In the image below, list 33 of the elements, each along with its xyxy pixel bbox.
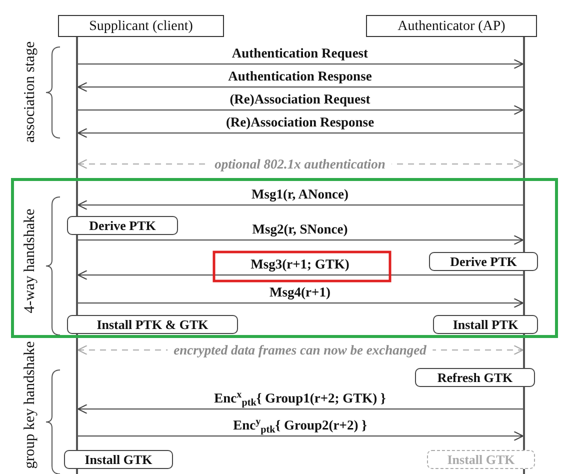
message-label: (Re)Association Response bbox=[226, 115, 374, 129]
action-box: Refresh GTK bbox=[415, 368, 535, 387]
message-arrow bbox=[78, 104, 524, 116]
message-arrow bbox=[77, 200, 524, 210]
message-arrow bbox=[78, 430, 524, 442]
action-box: Install PTK & GTK bbox=[67, 315, 238, 334]
section-label: 4-way handshake bbox=[20, 208, 39, 314]
message-label: Authentication Response bbox=[228, 69, 372, 83]
message-label: Msg2(r, SNonce) bbox=[252, 222, 348, 236]
action-box: Derive PTK bbox=[429, 252, 538, 271]
action-box: Install GTK bbox=[427, 450, 535, 469]
action-box: Install GTK bbox=[64, 450, 173, 469]
action-box: Install PTK bbox=[433, 315, 538, 334]
highlight-frame bbox=[11, 178, 558, 338]
message-label: optional 802.1x authentication bbox=[208, 157, 392, 171]
message-label: Msg4(r+1) bbox=[270, 285, 330, 299]
action-box: Derive PTK bbox=[67, 216, 178, 235]
message-label: Msg1(r, ANonce) bbox=[252, 187, 348, 201]
participant-box: Authenticator (AP) bbox=[366, 15, 537, 37]
message-label: (Re)Association Request bbox=[230, 92, 370, 106]
participant-box: Supplicant (client) bbox=[58, 15, 224, 37]
message-arrow bbox=[77, 404, 524, 414]
message-label: encrypted data frames can now be exchanged bbox=[168, 343, 432, 357]
message-arrow bbox=[77, 128, 524, 138]
message-arrow bbox=[78, 234, 524, 246]
section-label: association stage bbox=[20, 41, 39, 143]
message-arrow bbox=[78, 298, 524, 308]
message-arrow bbox=[77, 82, 524, 92]
message-arrow bbox=[77, 270, 524, 280]
message-label: Msg3(r+1; GTK) bbox=[250, 257, 350, 271]
message-label: Authentication Request bbox=[232, 46, 368, 60]
section-label: group key handshake bbox=[20, 341, 39, 469]
message-arrow bbox=[78, 58, 524, 70]
